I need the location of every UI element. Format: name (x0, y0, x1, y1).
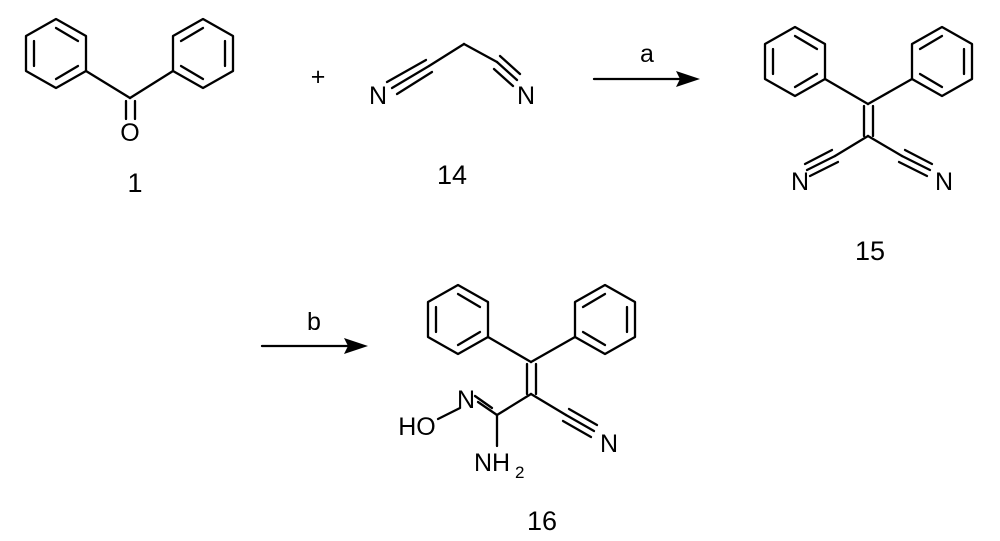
amidoxime-bonds (436, 335, 599, 448)
phenyl-ring-right (171, 17, 235, 90)
arrow-label-b: b (307, 308, 321, 336)
compound-15-dicyano-alkene: N N 15 (763, 25, 974, 266)
compound-16-amidoxime: HO N NH 2 N 16 (398, 283, 637, 536)
phenyl-ring-left (426, 283, 490, 356)
compound-14-malononitrile: N N 14 (369, 42, 535, 190)
reaction-arrow-a: a (592, 40, 700, 87)
hydroxyl-label: HO (398, 413, 436, 441)
imine-n-label: N (457, 386, 475, 414)
carbonyl-oxygen-label: O (120, 119, 139, 147)
amine-label: NH (474, 449, 510, 477)
phenyl-ring-right (573, 283, 637, 356)
plus-sign: + (311, 63, 326, 91)
phenyl-ring-right (910, 25, 974, 98)
alkene-and-nitrile-bonds (803, 77, 934, 178)
carbonyl-bonds (84, 69, 175, 121)
nitrile-n-right-label: N (517, 82, 535, 110)
compound-number-1: 1 (127, 168, 142, 198)
phenyl-ring-left (24, 17, 88, 90)
phenyl-ring-left (763, 25, 827, 98)
reaction-arrow-b: b (260, 308, 368, 354)
compound-1-benzophenone: O 1 (24, 17, 235, 198)
nitrile-n-left-label: N (369, 82, 387, 110)
compound-number-14: 14 (437, 160, 467, 190)
amine-subscript: 2 (515, 463, 524, 482)
nitrile-n-left-label: N (791, 168, 809, 196)
compound-number-15: 15 (855, 236, 885, 266)
compound-number-16: 16 (527, 506, 557, 536)
arrow-label-a: a (640, 40, 654, 68)
nitrile-n-label: N (600, 430, 618, 458)
nitrile-n-right-label: N (935, 168, 953, 196)
malononitrile-bonds (385, 42, 522, 96)
